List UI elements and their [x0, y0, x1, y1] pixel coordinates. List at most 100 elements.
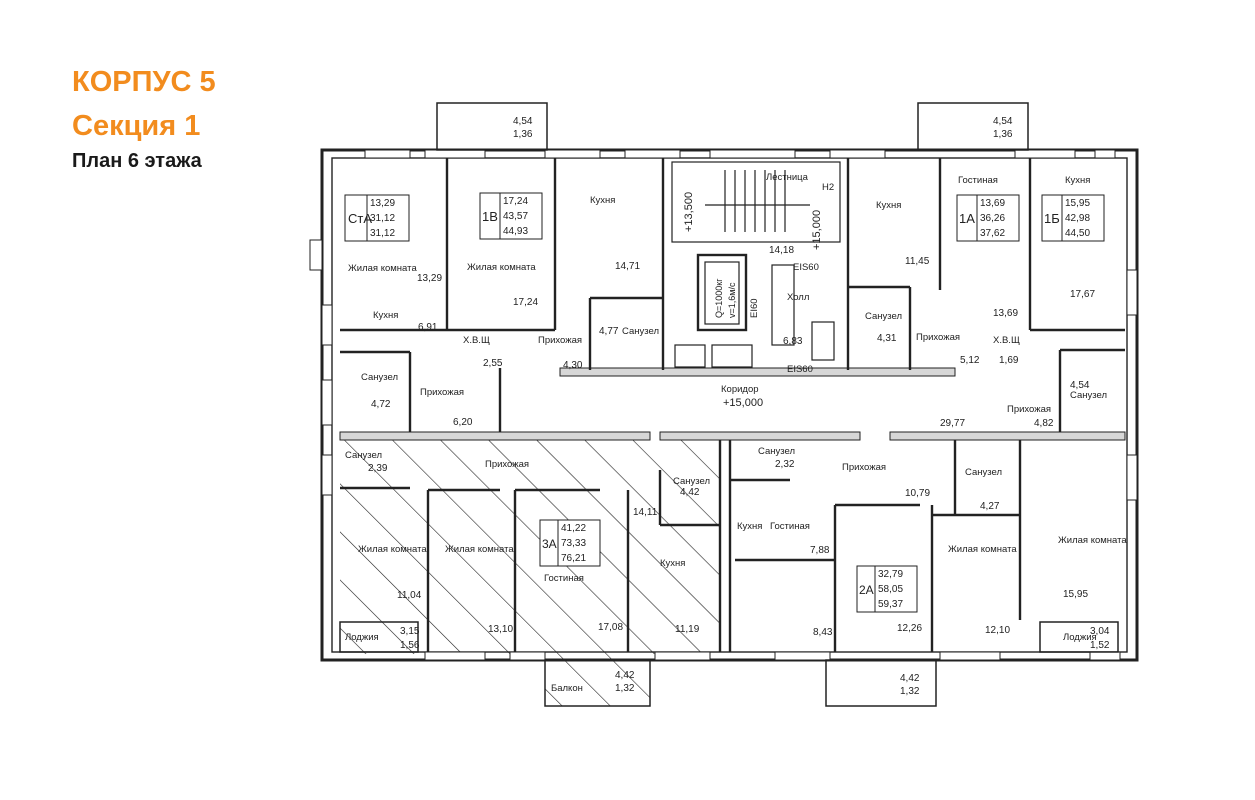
- balcony-area: 1,36: [513, 129, 533, 140]
- room-label: Лоджия: [345, 632, 379, 643]
- apt-area: 37,62: [980, 228, 1005, 239]
- apt-area: 31,12: [370, 213, 395, 224]
- apt-area: 42,98: [1065, 213, 1090, 224]
- room-area: 3,04: [1090, 626, 1110, 637]
- stair-core: [671, 161, 841, 368]
- room-label: Прихожая: [842, 462, 886, 473]
- room-label: Прихожая: [420, 387, 464, 398]
- room-area: 4,31: [877, 333, 897, 344]
- room-label: Санузел: [1070, 390, 1107, 401]
- room-label: Гостиная: [958, 175, 998, 186]
- room-area: 6,83: [783, 336, 803, 347]
- room-label: Санузел: [965, 467, 1002, 478]
- room-label: Санузел: [361, 372, 398, 383]
- room-area: 11,19: [675, 624, 700, 635]
- room-area: 14,71: [615, 261, 640, 272]
- apt-code: 1Б: [1044, 211, 1060, 226]
- room-label: Санузел: [673, 476, 710, 487]
- room-area: 12,26: [897, 623, 922, 634]
- section-title: Секция 1: [72, 110, 201, 142]
- room-area: 4,27: [980, 501, 1000, 512]
- room-label: Гостиная: [770, 521, 810, 532]
- room-area: 4,30: [563, 360, 583, 371]
- room-area: 8,43: [813, 627, 833, 638]
- windows-top: [364, 149, 1116, 159]
- balcony-areas: 4,54 1,36 4,54 1,36 4,42 1,32 4,42 1,32: [513, 116, 1013, 697]
- apt-area: 43,57: [503, 211, 528, 222]
- room-area: 6,20: [453, 417, 473, 428]
- interior-walls: [340, 158, 1125, 652]
- apt-area: 15,95: [1065, 198, 1090, 209]
- apt-code: 1А: [959, 211, 975, 226]
- room-label: EI60: [749, 298, 760, 318]
- elevator-speed: v=1,6м/с: [727, 282, 737, 318]
- apt-area: 32,79: [878, 569, 903, 580]
- room-label: Кухня: [590, 195, 615, 206]
- room-area: 1,56: [400, 640, 420, 651]
- room-area: 4,42: [680, 487, 700, 498]
- room-area: 4,54: [1070, 380, 1090, 391]
- room-label: Санузел: [865, 311, 902, 322]
- room-area: 13,29: [417, 273, 442, 284]
- room-area: 6,91: [418, 322, 438, 333]
- room-area: 4,82: [1034, 418, 1054, 429]
- room-area: 13,10: [488, 624, 513, 635]
- elevator-capacity: Q=1000кг: [714, 278, 724, 318]
- room-label: Холл: [787, 292, 809, 303]
- room-label: Кухня: [876, 200, 901, 211]
- room-area: 14,11: [633, 507, 658, 518]
- apt-area: 73,33: [561, 538, 586, 549]
- room-labels: Кухня Кухня Кухня Кухня Кухня Кухня Жила…: [345, 172, 1127, 694]
- apt-area: 44,93: [503, 226, 528, 237]
- room-area: 2,32: [775, 459, 795, 470]
- room-area: 13,69: [993, 308, 1018, 319]
- apt-code: СтА: [348, 211, 372, 226]
- room-area: 17,08: [598, 622, 623, 633]
- apartment-info-boxes: [344, 192, 1105, 613]
- room-label: Кухня: [737, 521, 762, 532]
- room-label: Санузел: [345, 450, 382, 461]
- windows-side: [309, 239, 1138, 501]
- elevation-mark: +15,000: [811, 210, 823, 250]
- apt-area: 59,37: [878, 599, 903, 610]
- room-label: Санузел: [622, 326, 659, 337]
- room-label: Лоджия: [1063, 632, 1097, 643]
- apt-area: 58,05: [878, 584, 903, 595]
- room-label: Жилая комната: [1058, 535, 1127, 546]
- room-label: Н2: [822, 182, 834, 193]
- room-area: 7,88: [810, 545, 830, 556]
- room-label: Санузел: [758, 446, 795, 457]
- room-area: 2,55: [483, 358, 503, 369]
- room-label: Жилая комнатa: [348, 263, 417, 274]
- room-area: 1,52: [1090, 640, 1110, 651]
- room-area: 14,18: [769, 245, 794, 256]
- balcony-3a-hatch: [545, 654, 650, 706]
- balcony-area: 4,42: [900, 673, 920, 684]
- room-area: 17,67: [1070, 289, 1095, 300]
- apartment-info-text: СтА 13,29 31,12 31,12 1В 17,24 43,57 44,…: [348, 196, 1090, 610]
- balcony-area: 1,36: [993, 129, 1013, 140]
- room-label: Гостиная: [544, 573, 584, 584]
- corridor-walls: [339, 367, 1126, 441]
- room-label: Кухня: [660, 558, 685, 569]
- room-area: 4,72: [371, 399, 391, 410]
- windows-bottom: [424, 651, 1121, 661]
- room-label: Кухня: [373, 310, 398, 321]
- room-area: 17,24: [513, 297, 538, 308]
- room-area: 12,10: [985, 625, 1010, 636]
- room-area: 4,77: [599, 326, 619, 337]
- room-label: Кухня: [1065, 175, 1090, 186]
- room-areas: 13,29 6,91 2,55 4,30 4,72 6,20 17,24 14,…: [368, 245, 1110, 651]
- room-label: Жилая комната: [445, 544, 514, 555]
- floor-plan-title: План 6 этажа: [72, 150, 202, 172]
- room-label: Х.В.Щ: [463, 335, 490, 346]
- room-label: Балкон: [551, 683, 583, 694]
- room-label: Лестница: [766, 172, 809, 183]
- apt-area: 17,24: [503, 196, 528, 207]
- room-label: Прихожая: [538, 335, 582, 346]
- balcony-area: 1,32: [615, 683, 635, 694]
- room-area: 2,39: [368, 463, 388, 474]
- room-label: Жилая комната: [948, 544, 1017, 555]
- building-title: КОРПУС 5: [72, 66, 216, 98]
